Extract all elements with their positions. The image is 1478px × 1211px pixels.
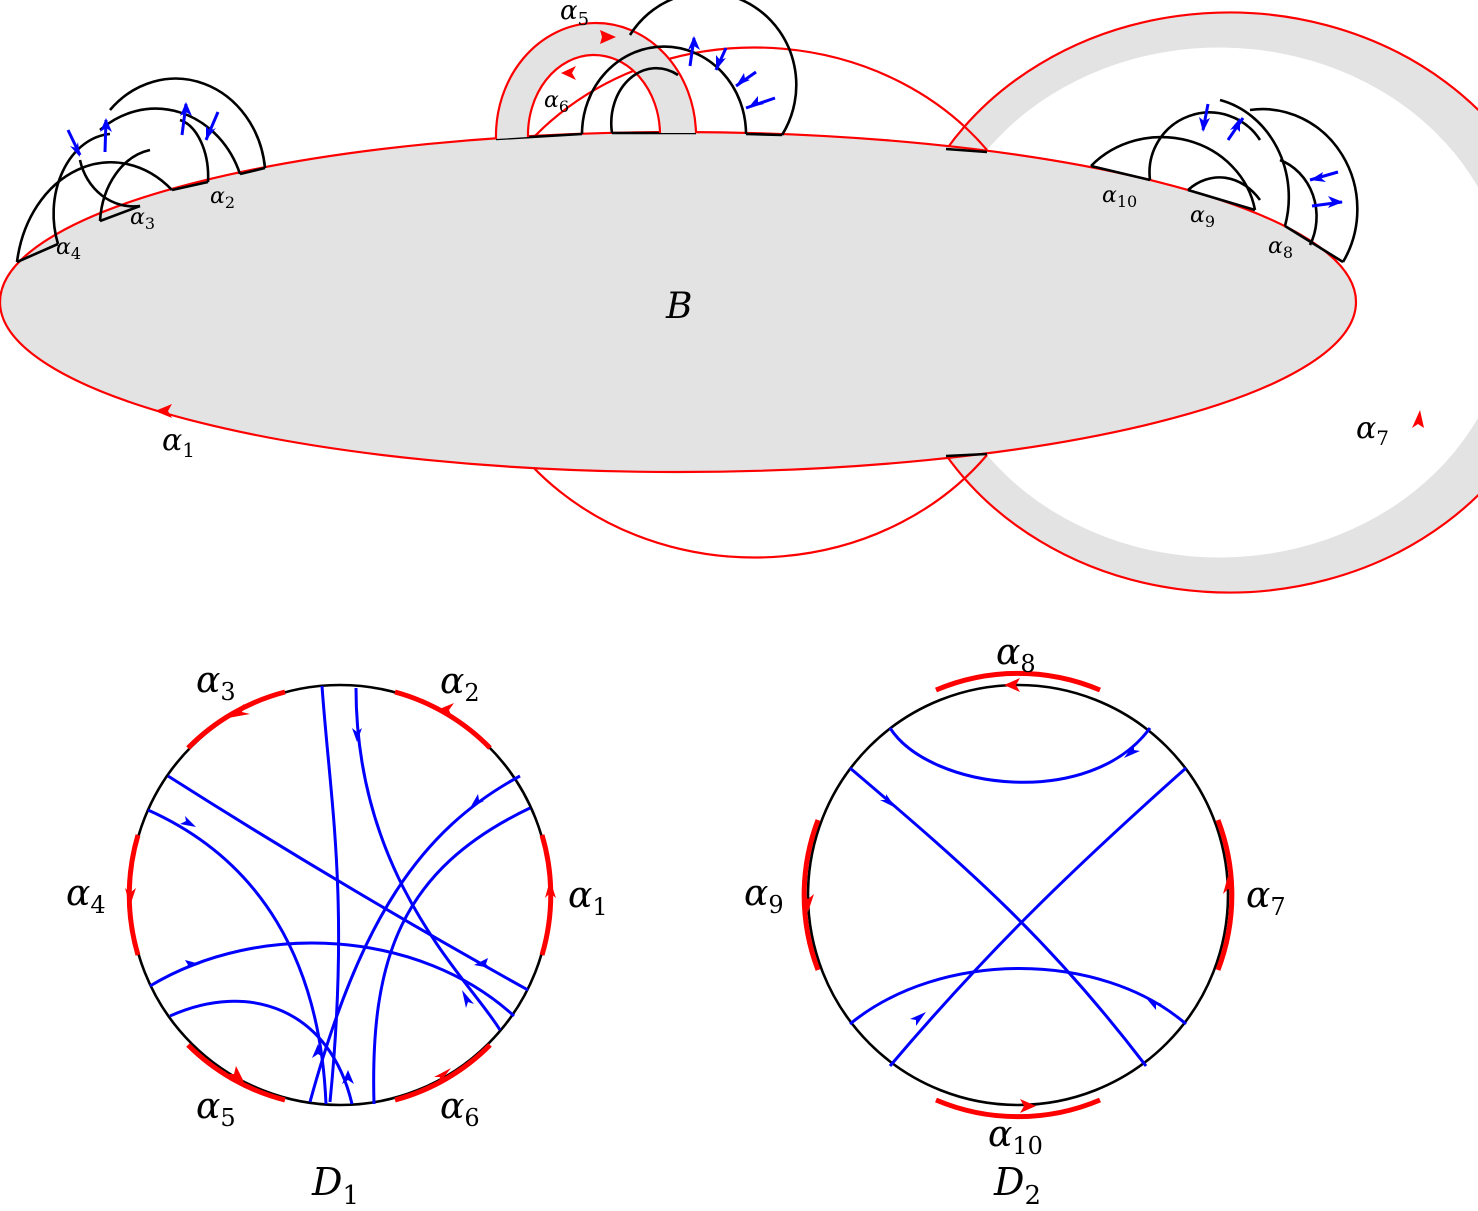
d2-alpha9-label: α9 (744, 873, 784, 919)
d1-alpha4-label: α4 (66, 873, 106, 919)
alpha8-label: α8 (1268, 234, 1293, 262)
disk-D1: α1 α2 α3 α4 α5 α6 D1 (66, 660, 608, 1211)
d1-alpha2-label: α2 (440, 661, 480, 707)
d2-title: D2 (993, 1160, 1041, 1211)
d1-arc-alpha3 (186, 689, 286, 750)
disk-B-label: B (665, 286, 692, 327)
disk-D2: α7 α8 α9 α10 D2 (744, 632, 1286, 1211)
d1-alpha1-label: α1 (568, 875, 608, 921)
d1-alpha3-label: α3 (196, 660, 236, 706)
d2-labels: α7 α8 α9 α10 D2 (744, 632, 1286, 1211)
alpha10-label: α10 (1102, 183, 1137, 211)
d1-title: D1 (311, 1160, 359, 1211)
d2-alpha8-label: α8 (996, 632, 1036, 678)
d1-flow-lines (147, 685, 531, 1105)
surface-figure: B α1 α2 α3 α4 α5 α6 α7 α8 α9 α10 (0, 0, 1478, 594)
alpha4-label: α4 (56, 235, 81, 263)
d2-alpha10-label: α10 (988, 1114, 1043, 1160)
alpha6-label: α6 (544, 88, 569, 116)
alpha9-label: α9 (1190, 203, 1215, 231)
alpha3-label: α3 (130, 205, 155, 233)
d2-alpha7-label: α7 (1246, 875, 1286, 921)
d2-flow-arrows (880, 744, 1162, 1026)
d1-arc-alpha5 (186, 1043, 286, 1103)
d2-arc-alpha8 (935, 670, 1101, 693)
disk-B (0, 130, 1357, 474)
handle-alpha6 (580, 0, 798, 136)
alpha5-label: α5 (560, 0, 589, 30)
d1-labels: α1 α2 α3 α4 α5 α6 D1 (66, 660, 608, 1211)
alpha7-label: α7 (1356, 411, 1389, 450)
d1-alpha6-label: α6 (440, 1086, 480, 1132)
d2-flow-lines (849, 727, 1187, 1067)
handles-alpha8-10 (1090, 98, 1359, 263)
handles-alpha2-4 (15, 77, 267, 263)
d1-alpha5-label: α5 (196, 1086, 236, 1132)
d1-flow-arrows (180, 728, 490, 1084)
d2-arc-alpha10 (935, 1097, 1101, 1120)
alpha2-label: α2 (210, 184, 235, 212)
d1-arc-alpha6 (394, 1043, 492, 1103)
d2-arc-alpha7 (1215, 819, 1235, 971)
alpha1-label: α1 (162, 423, 195, 462)
band-alpha5 (494, 21, 698, 140)
d1-arc-alpha1 (539, 834, 554, 956)
alpha-labels-surface: α1 α2 α3 α4 α5 α6 α7 α8 α9 α10 (56, 0, 1389, 462)
d2-arc-alpha9 (801, 819, 821, 971)
